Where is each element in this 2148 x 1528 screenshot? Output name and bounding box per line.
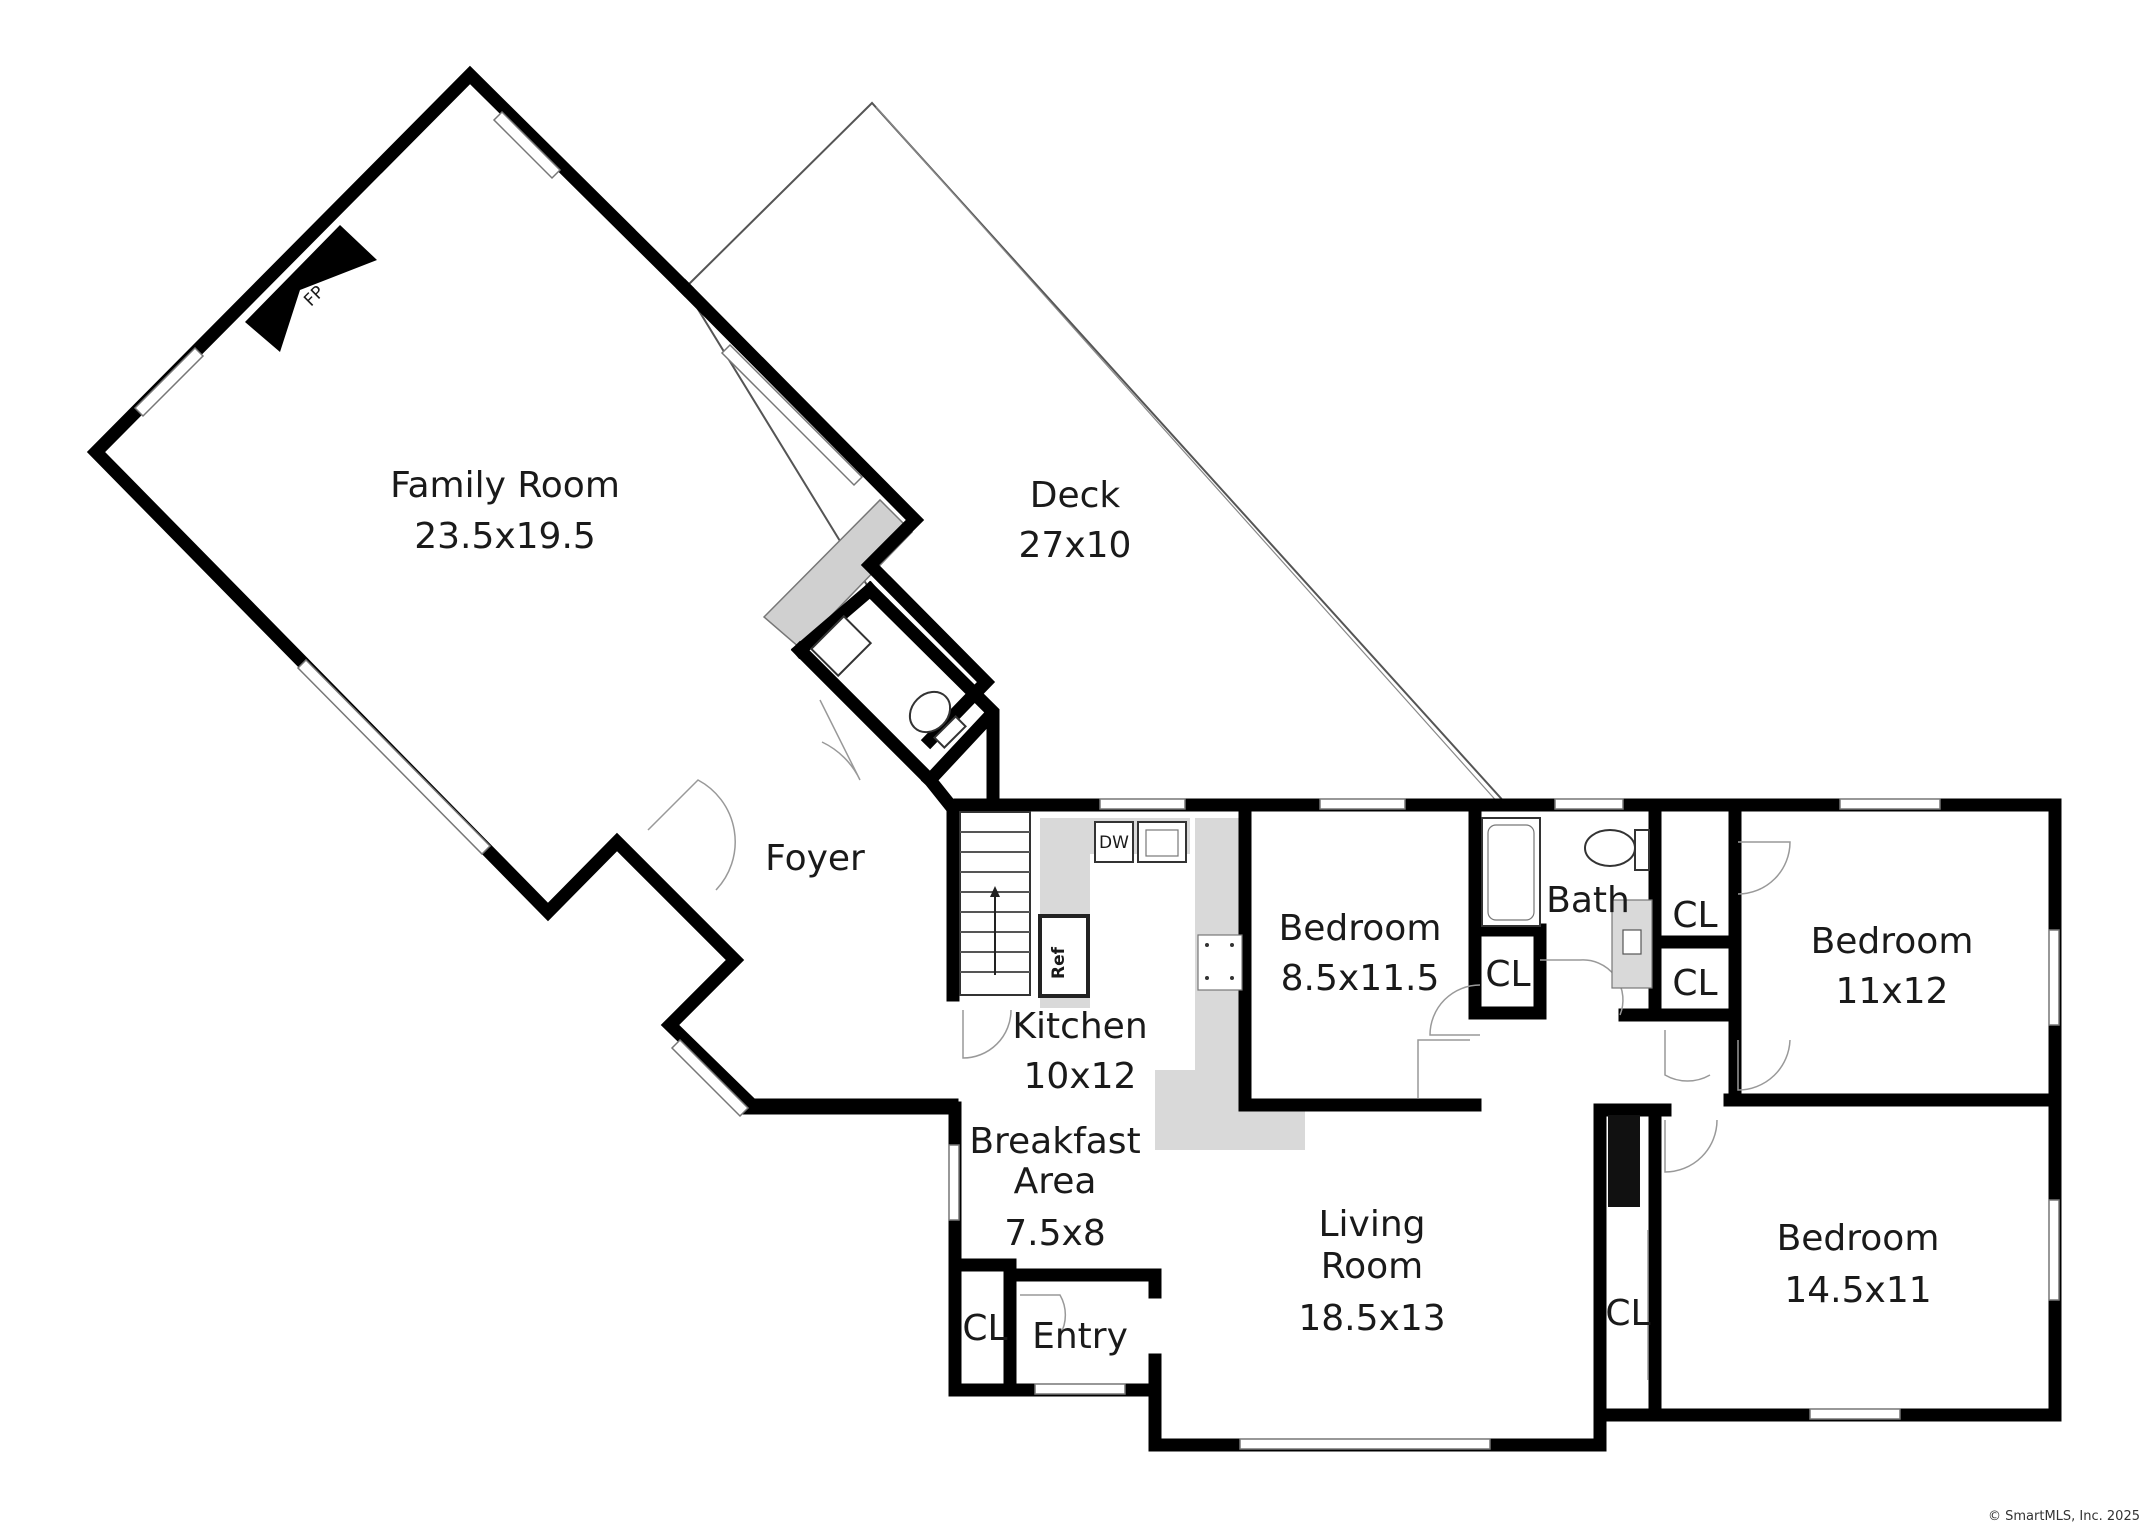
toilet-icon (1584, 829, 1636, 867)
closet-label-bath-upper: CL (1672, 895, 1717, 936)
refrigerator-label: Ref (1049, 946, 1069, 979)
vanity-icon (1611, 899, 1653, 989)
foyer-name: Foyer (765, 838, 865, 879)
fireplace-icon (245, 225, 377, 352)
copyright-notice: © SmartMLS, Inc. 2025 (1988, 1509, 2140, 1524)
kitchen-size: 10x12 (1024, 1056, 1137, 1097)
bedroom-small-size: 8.5x11.5 (1281, 958, 1440, 999)
stove-icon (1197, 934, 1243, 991)
closet-label-bath-lower: CL (1672, 963, 1717, 1004)
living-room-name-line1: Living (1318, 1204, 1425, 1245)
bedroom-mid-size: 11x12 (1836, 971, 1949, 1012)
living-room-name-line2: Room (1321, 1246, 1424, 1287)
windows (133, 110, 2060, 1450)
fixtures (245, 225, 1653, 998)
family-room-size: 23.5x19.5 (414, 516, 596, 557)
refrigerator-icon (1038, 914, 1090, 998)
deck-outline (683, 101, 1510, 806)
family-room-name: Family Room (390, 465, 620, 506)
bath-name: Bath (1546, 880, 1630, 921)
breakfast-size: 7.5x8 (1004, 1213, 1105, 1254)
staircase (959, 811, 1031, 996)
bedroom-mid-name: Bedroom (1811, 921, 1974, 962)
breakfast-name-line1: Breakfast (969, 1121, 1140, 1162)
entry-name: Entry (1032, 1316, 1128, 1357)
closet-label-entry: CL (962, 1308, 1007, 1349)
living-room-size: 18.5x13 (1298, 1298, 1445, 1339)
closet-label-bedroom-small: CL (1485, 954, 1530, 995)
deck-name: Deck (1030, 475, 1121, 516)
bedroom-small-name: Bedroom (1279, 908, 1442, 949)
dishwasher-label: DW (1099, 833, 1129, 853)
deck-size: 27x10 (1019, 525, 1132, 566)
breakfast-name-line2: Area (1014, 1161, 1097, 1202)
door-swings (647, 699, 1791, 1380)
kitchen-name: Kitchen (1012, 1006, 1147, 1047)
closet-shelf (1608, 1115, 1640, 1207)
bedroom-large-name: Bedroom (1777, 1218, 1940, 1259)
closet-label-bedroom-large: CL (1605, 1293, 1650, 1334)
bedroom-large-size: 14.5x11 (1784, 1270, 1931, 1311)
